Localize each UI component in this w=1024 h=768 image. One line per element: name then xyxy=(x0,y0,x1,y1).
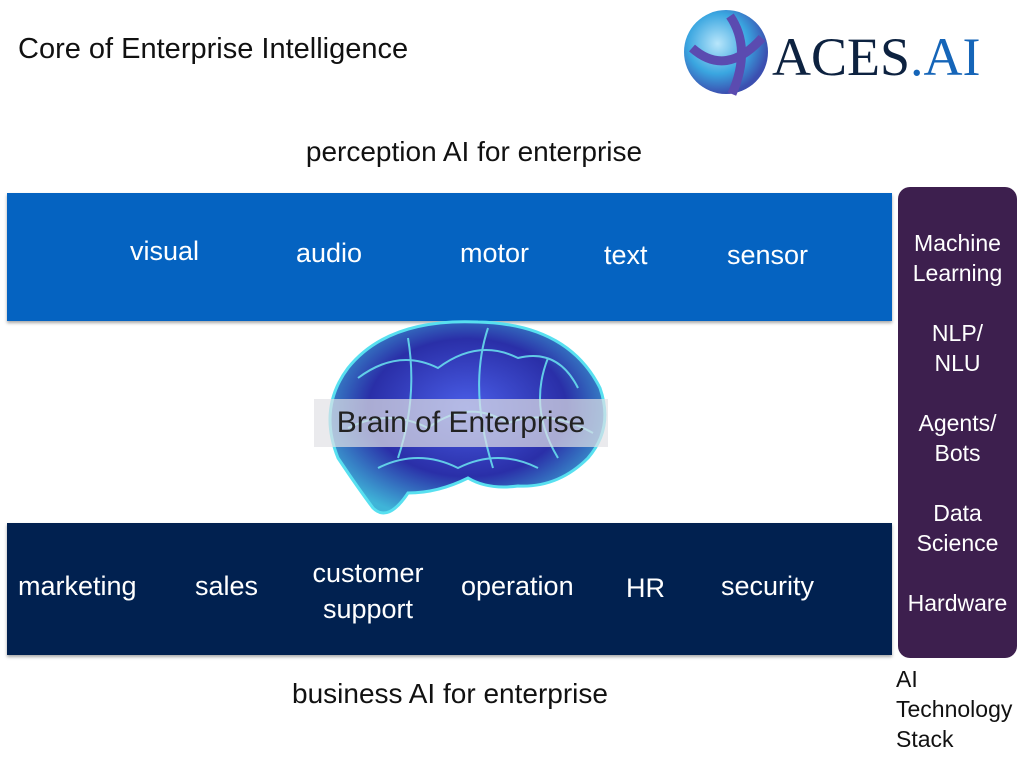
logo-name: ACES xyxy=(772,27,911,87)
aces-ai-logo xyxy=(684,10,768,96)
brain-label: Brain of Enterprise xyxy=(314,399,608,447)
stack-item: Agents/ Bots xyxy=(918,410,997,466)
logo-suffix: .AI xyxy=(910,27,981,87)
business-item: sales xyxy=(195,571,259,601)
stack-caption: AI Technology Stack xyxy=(896,666,1013,752)
ai-technology-stack: Machine Learning NLP/ NLU Agents/ Bots D… xyxy=(898,187,1017,658)
business-item: operation xyxy=(461,571,574,601)
business-item: customer support xyxy=(312,558,424,624)
perception-heading: perception AI for enterprise xyxy=(305,136,643,167)
perception-item: audio xyxy=(296,238,363,268)
logo-text: ACES.AI xyxy=(772,26,981,88)
perception-bar: visual audio motor text sensor xyxy=(7,193,892,321)
stack-item: Machine Learning xyxy=(912,230,1003,286)
slide-title: Core of Enterprise Intelligence xyxy=(18,33,409,65)
business-item: marketing xyxy=(18,571,137,601)
business-item: HR xyxy=(626,573,665,603)
stack-item: Data Science xyxy=(916,500,999,556)
perception-item: motor xyxy=(460,238,530,268)
business-heading: business AI for enterprise xyxy=(292,678,608,709)
perception-item: text xyxy=(604,240,648,270)
business-item: security xyxy=(721,571,815,601)
stack-item: Hardware xyxy=(907,590,1008,616)
perception-item: visual xyxy=(130,236,200,266)
business-bar: marketing sales customer support operati… xyxy=(7,523,892,655)
stack-item: NLP/ NLU xyxy=(931,320,984,376)
perception-item: sensor xyxy=(727,240,809,270)
